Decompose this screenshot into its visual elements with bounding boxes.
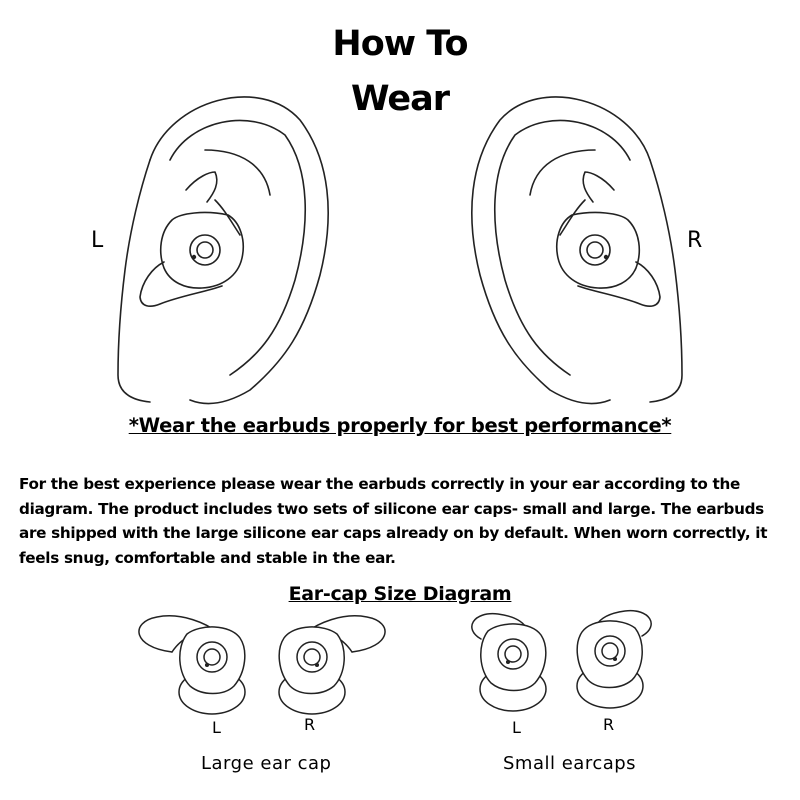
large-ear-cap-caption: Large ear cap	[201, 753, 332, 774]
large-cap-left-earbud	[138, 615, 246, 715]
large-cap-right-earbud	[278, 615, 386, 715]
page-title-line-1: How To	[332, 24, 468, 64]
large-cap-left-label: L	[212, 718, 221, 737]
small-cap-right-earbud	[576, 609, 652, 709]
small-cap-right-label: R	[603, 715, 615, 734]
instructions-paragraph: For the best experience please wear the …	[19, 475, 768, 567]
large-cap-right-label: R	[304, 715, 316, 734]
page-title-line-2: Wear	[351, 79, 450, 119]
left-ear-label: L	[91, 228, 104, 253]
wear-tagline: *Wear the earbuds properly for best perf…	[128, 414, 672, 437]
right-ear-illustration	[471, 96, 683, 405]
ear-cap-diagram-heading: Ear-cap Size Diagram	[288, 583, 512, 605]
ear-diagram	[117, 96, 683, 405]
right-ear-label: R	[687, 228, 703, 253]
small-cap-left-label: L	[512, 718, 521, 737]
small-cap-left-earbud	[471, 612, 547, 712]
left-ear-illustration	[117, 96, 329, 405]
small-earcaps-caption: Small earcaps	[503, 753, 637, 774]
